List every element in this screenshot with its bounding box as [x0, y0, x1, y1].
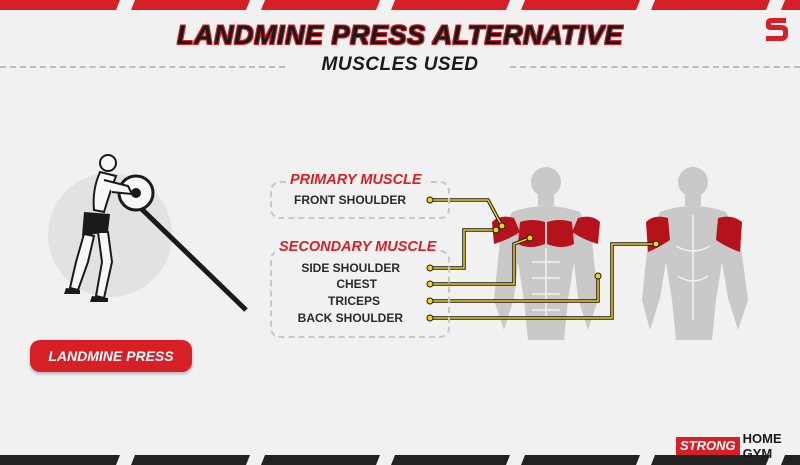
page-title: LANDMINE PRESS ALTERNATIVE: [176, 20, 623, 50]
athlete-illustration-icon: [48, 154, 248, 312]
divider-left: [0, 66, 285, 68]
landmine-press-button[interactable]: LANDMINE PRESS: [30, 340, 192, 372]
secondary-muscle-item: TRICEPS: [327, 294, 380, 308]
secondary-muscle-item: CHEST: [336, 277, 377, 291]
primary-muscle-heading: PRIMARY MUSCLE: [286, 172, 426, 188]
secondary-muscle-item: SIDE SHOULDER: [301, 261, 400, 275]
front-body-anatomy-icon: [492, 167, 600, 340]
bottom-stripe-decoration: [0, 455, 800, 465]
back-body-anatomy-icon: [642, 167, 748, 340]
strong-s-logo-icon: [766, 18, 788, 41]
primary-muscle-item: FRONT SHOULDER: [294, 193, 406, 207]
brand-home-gym-text: HOME GYM: [742, 431, 782, 461]
brand-logo: STRONG HOME GYM: [676, 431, 800, 461]
secondary-muscle-item: BACK SHOULDER: [297, 311, 403, 325]
brand-strong-text: STRONG: [676, 437, 740, 455]
top-stripe-decoration: [0, 0, 800, 10]
divider-right: [510, 66, 800, 68]
connector-dots: [426, 196, 660, 322]
secondary-muscle-heading: SECONDARY MUSCLE: [275, 239, 441, 255]
page-subtitle: MUSCLES USED: [321, 54, 479, 75]
